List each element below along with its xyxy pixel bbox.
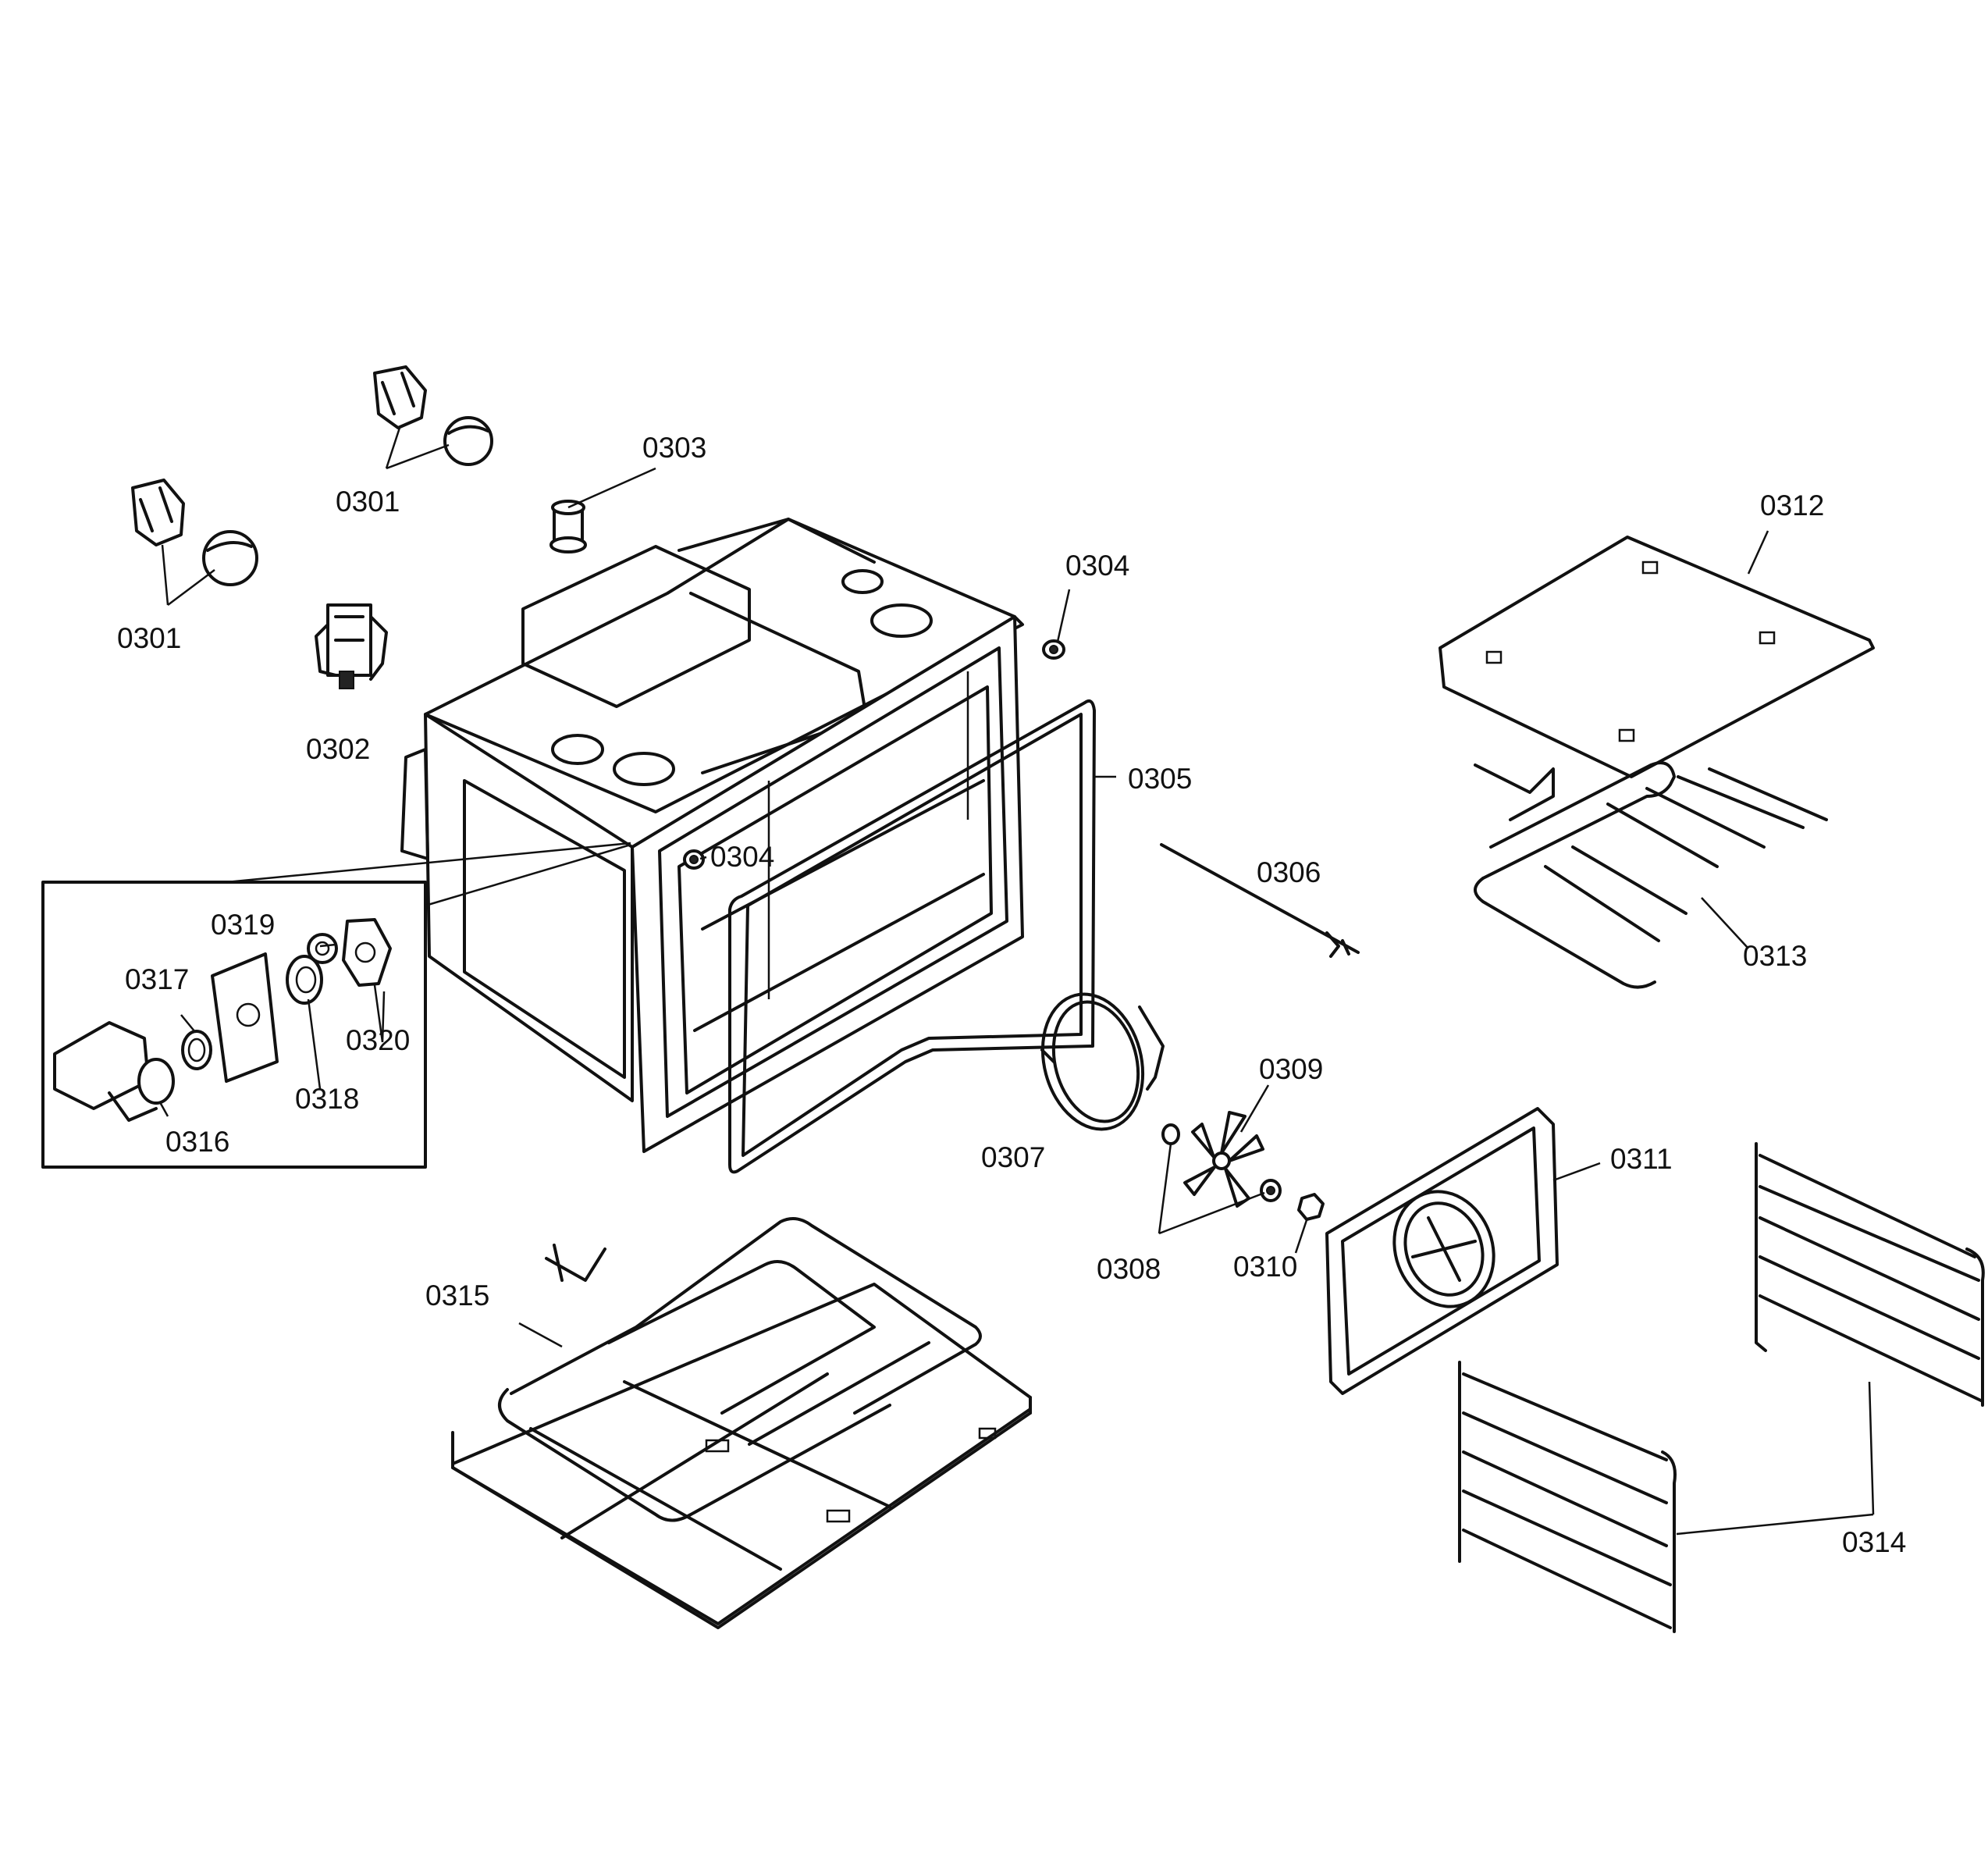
part-label-0312: 0312 [1760, 489, 1824, 521]
convection-ring-element [1040, 992, 1165, 1131]
bumper-upper [1042, 639, 1065, 660]
probe-wire [1160, 843, 1360, 958]
top-heating-element [1474, 761, 1828, 989]
vent-fitting [549, 500, 587, 553]
part-label-0301-upper: 0301 [336, 486, 400, 518]
part-label-0315: 0315 [425, 1280, 489, 1312]
oven-cavity [400, 518, 1024, 1153]
side-rack-right [1755, 1142, 1985, 1407]
part-label-0311: 0311 [1610, 1143, 1673, 1175]
part-label-0304-lower: 0304 [710, 841, 774, 873]
lamp-assembly-upper [373, 365, 493, 466]
fan-nut [1297, 1193, 1325, 1221]
part-label-0314: 0314 [1842, 1526, 1906, 1558]
bumper-lower [683, 849, 705, 870]
part-label-0316: 0316 [165, 1126, 229, 1158]
part-label-0317: 0317 [125, 963, 189, 995]
fan-cover-plate [1325, 1107, 1559, 1395]
fan-washer-right [1260, 1179, 1282, 1202]
part-label-0305: 0305 [1128, 763, 1192, 795]
bottom-heating-element [498, 1217, 982, 1522]
side-rack-left [1458, 1361, 1677, 1633]
switch-component [315, 603, 388, 689]
leader-lines [158, 427, 1875, 1536]
door-gasket [728, 699, 1096, 1174]
part-label-0308: 0308 [1097, 1253, 1161, 1285]
fan-washer-left [1161, 1123, 1180, 1145]
part-label-0310: 0310 [1233, 1251, 1297, 1283]
part-label-0303: 0303 [642, 432, 706, 464]
top-cover-plate [1439, 536, 1875, 778]
part-label-0320: 0320 [346, 1024, 410, 1056]
part-label-0319: 0319 [211, 909, 275, 941]
part-label-0313: 0313 [1743, 940, 1807, 972]
part-label-0318: 0318 [295, 1083, 359, 1115]
part-label-0302: 0302 [306, 733, 370, 765]
part-label-0309: 0309 [1259, 1053, 1323, 1085]
part-label-0304-upper: 0304 [1065, 550, 1129, 582]
convection-fan-blade [1183, 1111, 1264, 1208]
part-label-0306: 0306 [1257, 856, 1321, 888]
part-label-0301-lower: 0301 [117, 622, 181, 654]
bottom-tray [451, 1283, 1032, 1629]
part-label-0307: 0307 [981, 1141, 1045, 1173]
detail-inset [41, 842, 631, 1169]
lamp-assembly-lower [131, 479, 258, 586]
